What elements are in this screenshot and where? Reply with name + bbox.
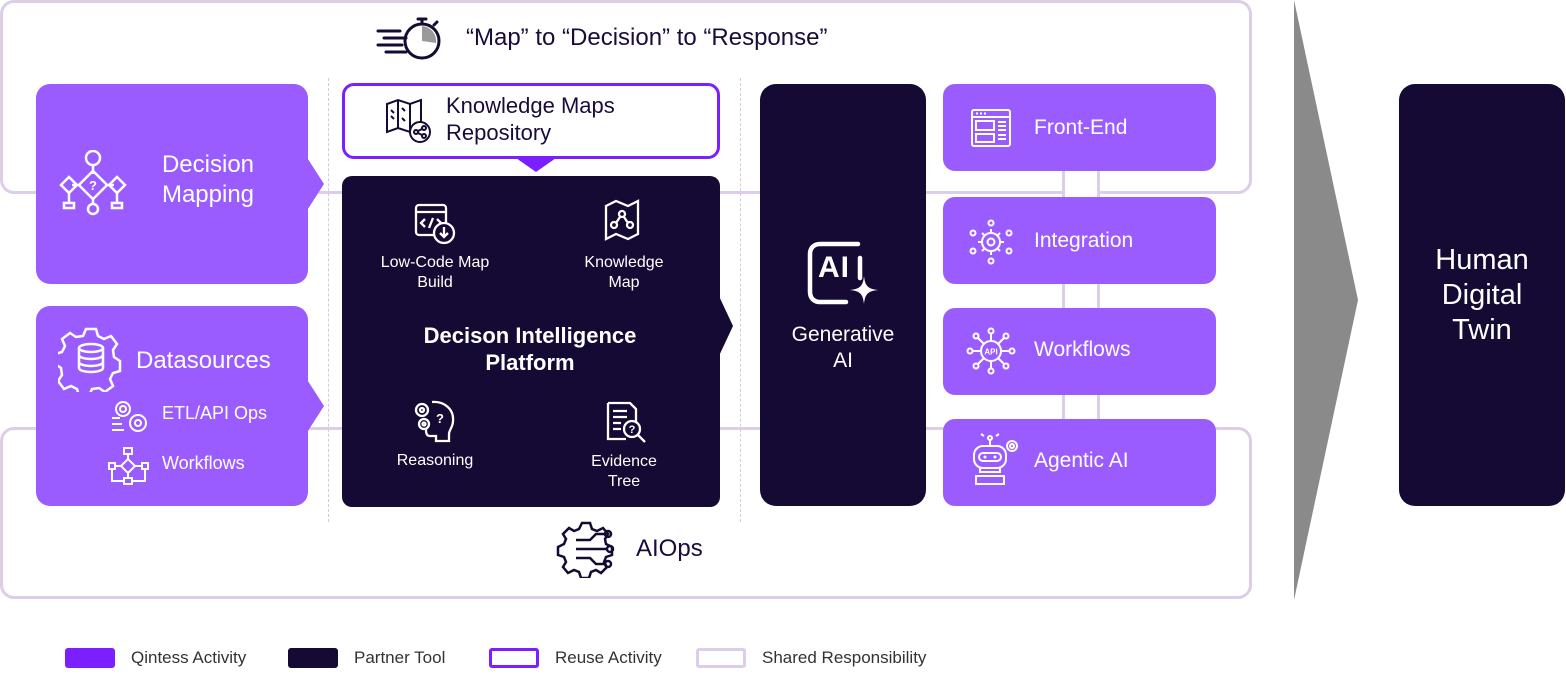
platform-title-line1: Decison Intelligence <box>423 323 637 348</box>
integration-label: Integration <box>1034 229 1134 252</box>
knowledge-repo-line1: Knowledge Maps <box>446 93 615 118</box>
low-code-line2: Build <box>417 274 453 291</box>
etl-api-ops-label: ETL/API Ops <box>162 403 268 423</box>
datasources-workflows-label: Workflows <box>162 453 245 473</box>
human-digital-twin-box: Human Digital Twin <box>1399 84 1565 506</box>
stack-connector-2 <box>1062 283 1100 309</box>
legend-qintess-activity: Qintess Activity <box>65 648 246 668</box>
generative-ai-line1: Generative <box>791 323 895 346</box>
document-search-icon: ? <box>604 400 648 444</box>
decision-mapping-label-line2: Mapping <box>161 181 255 208</box>
generative-ai-label: Generative AI <box>770 322 916 374</box>
workflows-label: Workflows <box>1034 338 1131 361</box>
legend-reuse-activity: Reuse Activity <box>489 648 662 668</box>
agentic-ai-label: Agentic AI <box>1034 449 1129 472</box>
human-twin-line2: Digital <box>1441 278 1523 311</box>
legend-partner-tool: Partner Tool <box>288 648 445 668</box>
legend-swatch-qintess <box>65 648 115 668</box>
platform-title-line2: Platform <box>485 350 575 375</box>
platform-title: Decison Intelligence Platform <box>362 322 698 376</box>
generative-ai-line2: AI <box>833 349 853 372</box>
legend-swatch-shared <box>696 648 746 668</box>
decision-mapping-label-line1: Decision <box>161 151 255 178</box>
stopwatch-speed-icon <box>376 13 442 63</box>
platform-arrow <box>718 294 734 358</box>
map-share-icon <box>384 98 432 144</box>
knowledge-repo-label: Knowledge Maps Repository <box>446 92 615 146</box>
knowledge-map-label: Knowledge Map <box>556 253 692 293</box>
legend-swatch-partner <box>288 648 338 668</box>
generative-ai-box <box>760 84 926 506</box>
legend-label-reuse: Reuse Activity <box>555 648 662 667</box>
decision-mapping-label: Decision Mapping <box>138 150 278 210</box>
api-network-icon: API <box>964 326 1018 376</box>
flowchart-icon: ? <box>58 150 128 216</box>
legend-label-partner: Partner Tool <box>354 648 446 667</box>
datasources-label: Datasources <box>136 347 271 374</box>
robot-gear-icon <box>966 432 1022 488</box>
low-code-line1: Low-Code Map <box>380 254 490 271</box>
integration-gear-icon <box>968 219 1014 265</box>
knowledge-repo-pointer <box>516 158 556 172</box>
ai-badge-text: AI <box>818 251 850 284</box>
flow-chevron-arrow <box>1292 0 1362 600</box>
legend-shared-responsibility: Shared Responsibility <box>696 648 926 668</box>
aiops-label: AIOps <box>636 535 703 562</box>
etl-gears-icon <box>110 396 150 436</box>
svg-text:?: ? <box>629 424 636 436</box>
agentic-ai-box <box>943 419 1216 506</box>
evidence-tree-label: Evidence Tree <box>556 452 692 492</box>
knowledge-repo-box <box>342 83 720 159</box>
front-end-box <box>943 84 1216 171</box>
front-end-label: Front-End <box>1034 116 1128 139</box>
workflows-box <box>943 308 1216 395</box>
workflow-diagram-icon <box>108 446 150 486</box>
human-twin-line1: Human <box>1435 243 1529 276</box>
map-pin-icon <box>602 198 644 244</box>
brain-gears-icon: ? <box>412 398 458 444</box>
dashed-separator-left <box>328 78 329 522</box>
human-twin-line3: Twin <box>1452 313 1512 346</box>
knowledge-map-line1: Knowledge <box>584 254 664 271</box>
evidence-tree-line2: Tree <box>607 473 641 490</box>
platform-box <box>342 176 720 507</box>
svg-text:?: ? <box>89 178 97 193</box>
knowledge-map-line2: Map <box>608 274 640 291</box>
header: “Map” to “Decision” to “Response” <box>376 12 936 64</box>
knowledge-repo-line2: Repository <box>446 120 552 145</box>
dashed-separator-right <box>740 78 741 522</box>
browser-window-icon <box>970 108 1014 148</box>
svg-text:?: ? <box>436 411 444 426</box>
legend-swatch-reuse <box>489 648 539 668</box>
datasources-box <box>36 306 308 506</box>
code-download-icon <box>412 201 458 247</box>
datasources-arrow <box>306 378 326 434</box>
ai-sparkle-icon: AI <box>806 240 882 310</box>
stack-connector-1 <box>1062 170 1100 198</box>
stack-connector-3 <box>1062 394 1100 420</box>
database-gear-icon <box>58 326 124 392</box>
low-code-label: Low-Code Map Build <box>362 253 508 293</box>
legend-label-qintess: Qintess Activity <box>131 648 247 667</box>
header-title: “Map” to “Decision” to “Response” <box>466 24 828 51</box>
aiops-circuit-icon <box>556 520 618 578</box>
decision-mapping-arrow <box>306 156 326 212</box>
reasoning-label: Reasoning <box>396 452 474 469</box>
svg-text:API: API <box>984 348 997 357</box>
legend-label-shared: Shared Responsibility <box>762 648 927 667</box>
evidence-tree-line1: Evidence <box>591 453 657 470</box>
